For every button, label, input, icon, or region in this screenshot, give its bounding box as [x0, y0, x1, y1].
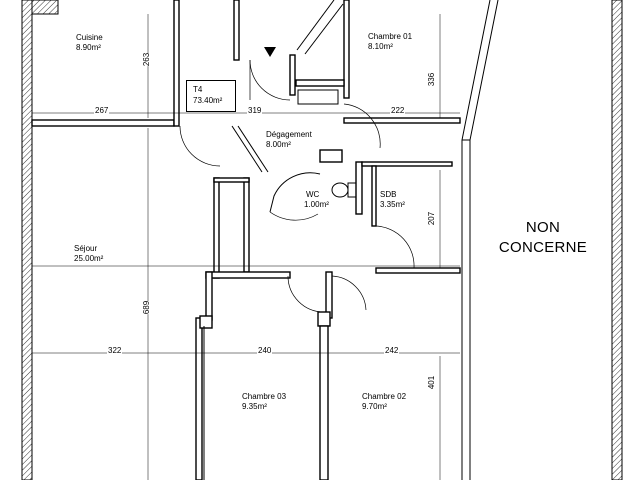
dim-242: 242: [384, 346, 400, 355]
dim-207: 207: [427, 211, 437, 226]
apartment-area: 73.40m²: [193, 96, 223, 105]
room-sdb-name: SDB: [380, 190, 397, 199]
wall-bedroom01-degagement: [343, 117, 461, 124]
exterior-wall-right: [611, 0, 623, 480]
room-chambre01-name: Chambre 01: [368, 32, 413, 41]
dim-267: 267: [94, 106, 110, 115]
room-sejour-area: 25.00m²: [74, 254, 104, 263]
wall-cuisine-right: [173, 0, 180, 127]
room-degagement-area: 8.00m²: [266, 140, 291, 149]
toilet-icon: [331, 182, 349, 198]
room-degagement-name: Dégagement: [266, 130, 312, 139]
room-chambre03-area: 9.35m²: [242, 402, 267, 411]
exterior-wall-top-left: [31, 0, 59, 15]
dim-240: 240: [257, 346, 273, 355]
dim-689: 689: [142, 300, 152, 315]
apartment-type: T4: [193, 85, 203, 94]
entry-arrow-icon: [264, 47, 276, 57]
dim-401: 401: [427, 375, 437, 390]
room-chambre03-name: Chambre 03: [242, 392, 287, 401]
room-sejour-name: Séjour: [74, 244, 98, 253]
wall-cuisine-sejour: [31, 119, 175, 127]
dim-222: 222: [390, 106, 406, 115]
dim-263: 263: [142, 52, 152, 67]
room-cuisine-name: Cuisine: [76, 33, 103, 42]
room-cuisine-area: 8.90m²: [76, 43, 101, 52]
dim-319: 319: [247, 106, 263, 115]
exterior-wall-left: [21, 0, 33, 480]
non-concerne-label: NON CONCERNE: [488, 218, 598, 258]
room-sdb-area: 3.35m²: [380, 200, 405, 209]
room-chambre01-area: 8.10m²: [368, 42, 393, 51]
room-chambre02-name: Chambre 02: [362, 392, 407, 401]
apartment-summary-box: T4 73.40m²: [186, 80, 236, 112]
non-concerne-line2: CONCERNE: [498, 239, 588, 256]
non-concerne-boundary: [461, 0, 491, 480]
room-wc-name: WC: [306, 190, 320, 199]
dim-322: 322: [107, 346, 123, 355]
room-chambre02-area: 9.70m²: [362, 402, 387, 411]
dim-336: 336: [427, 72, 437, 87]
room-wc-area: 1.00m²: [304, 200, 329, 209]
non-concerne-line1: NON: [525, 219, 561, 236]
